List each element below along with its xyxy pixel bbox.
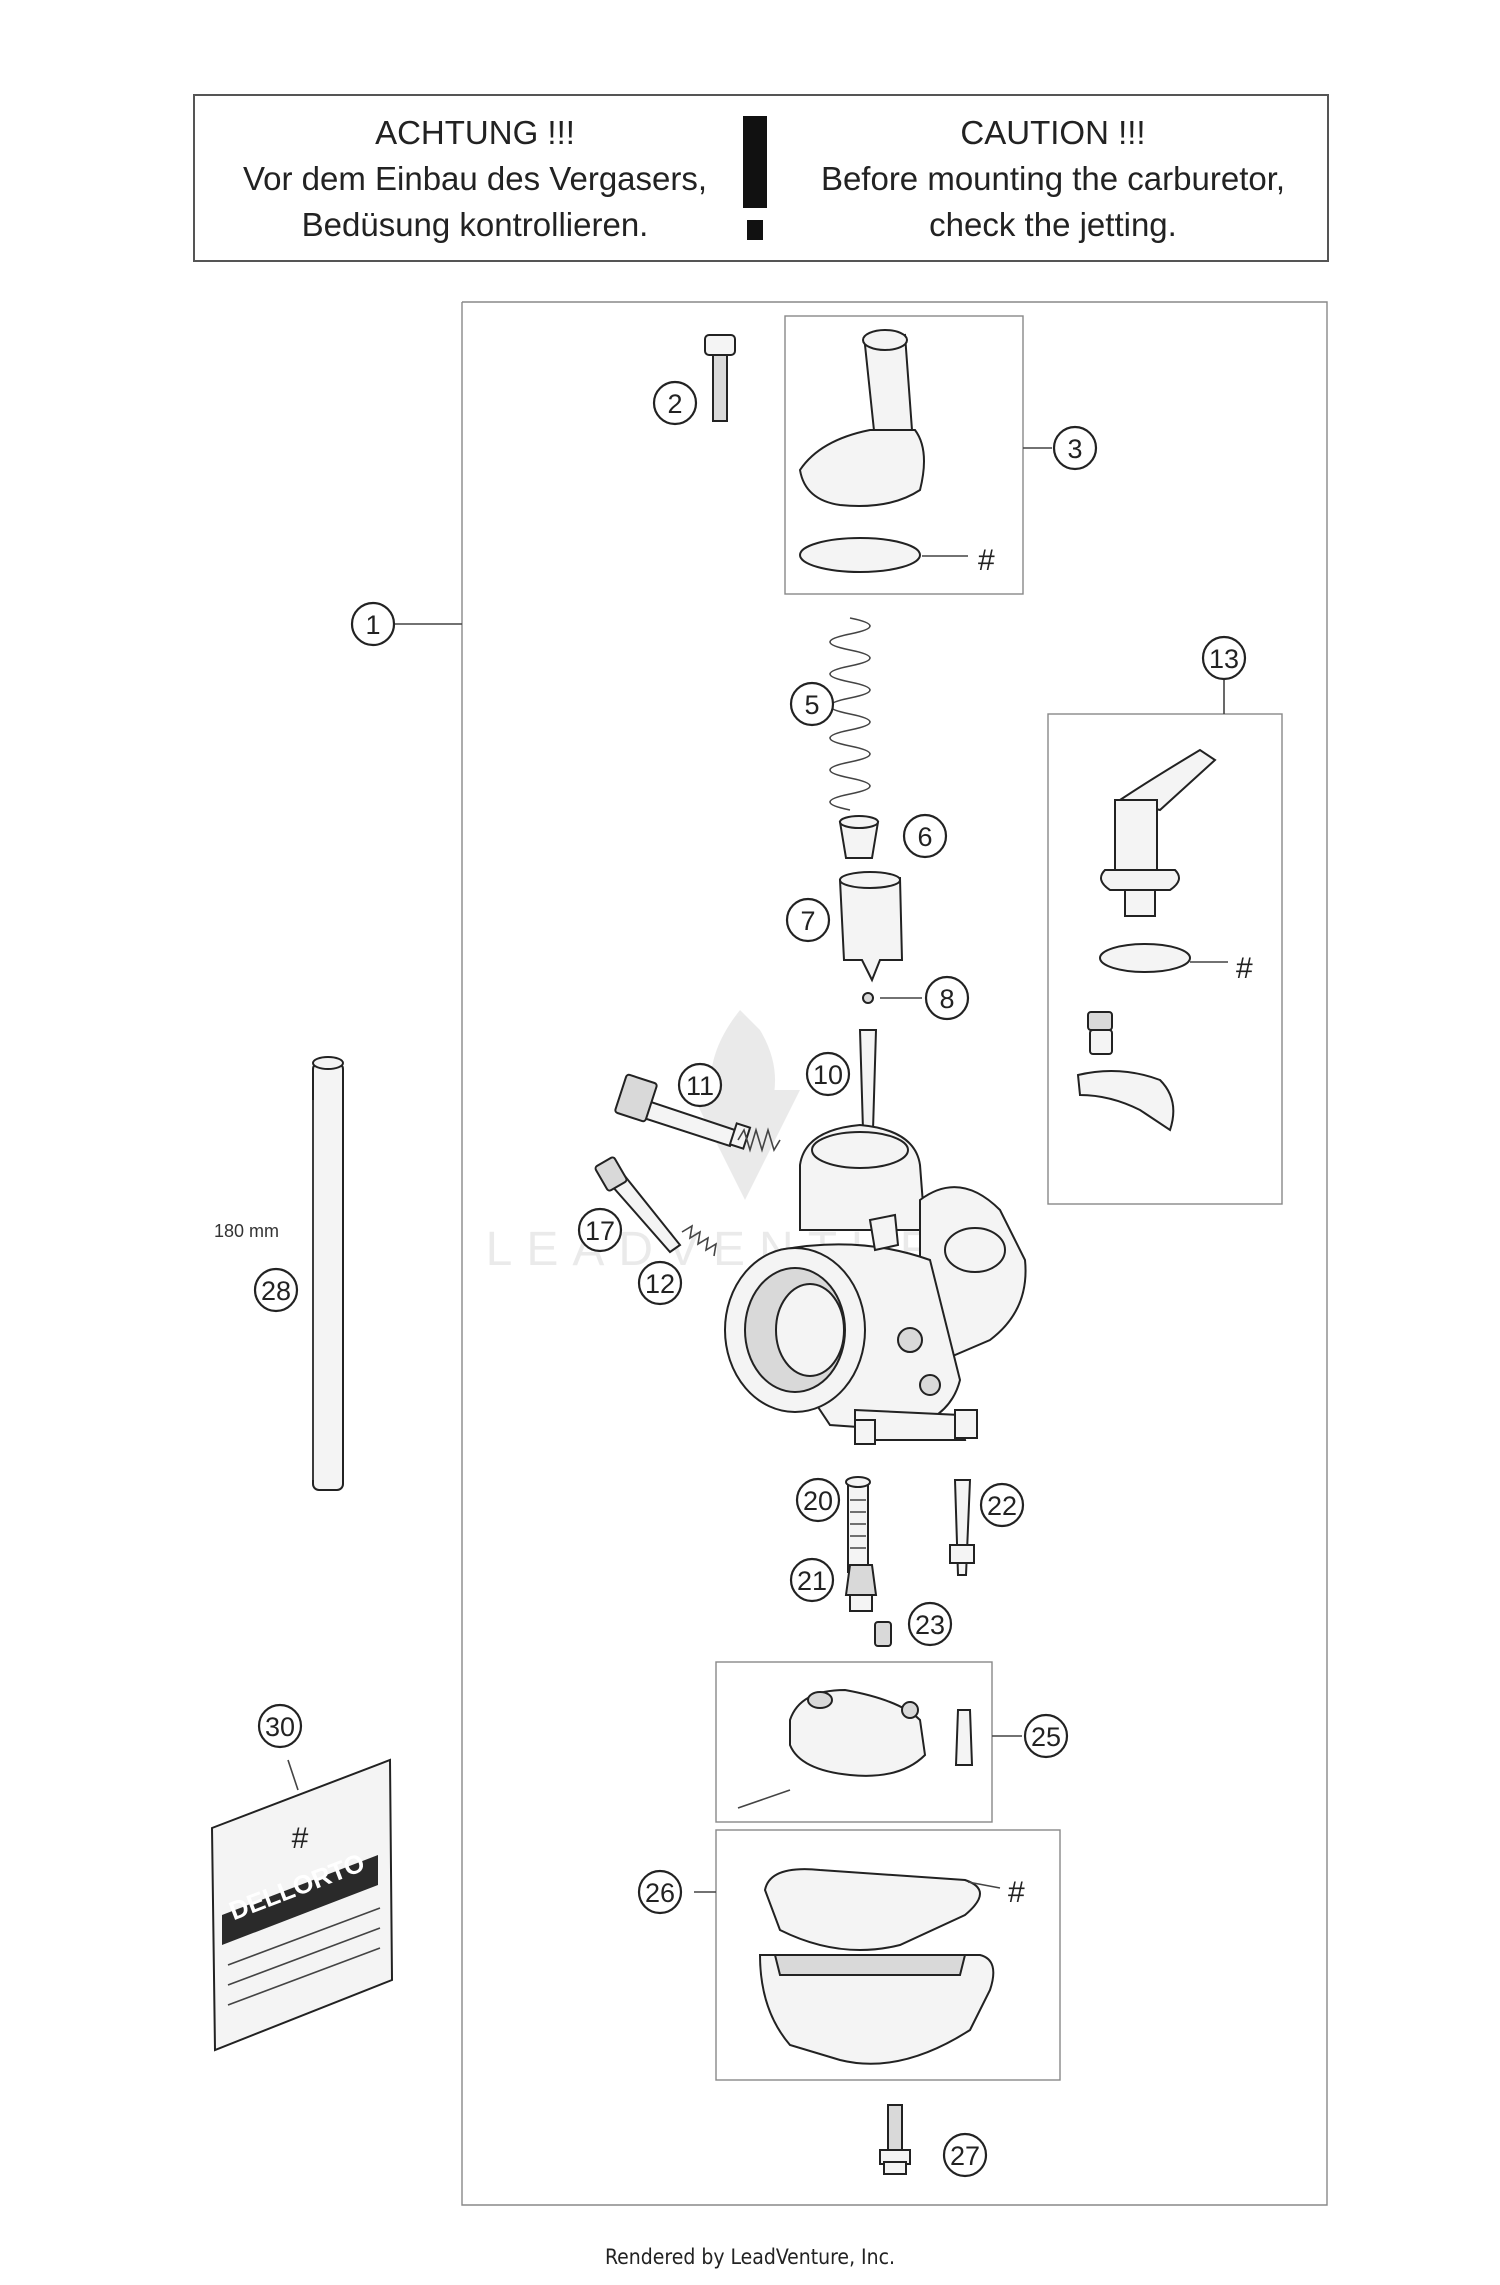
carburetor-body xyxy=(724,1123,1027,1445)
svg-text:5: 5 xyxy=(804,690,819,720)
warning-en-line1: Before mounting the carburetor, xyxy=(820,160,1286,197)
part-throttle-cap-3 xyxy=(798,329,925,573)
svg-text:17: 17 xyxy=(585,1216,615,1246)
callout-10[interactable]: 10 xyxy=(805,1051,851,1097)
svg-text:21: 21 xyxy=(797,1566,827,1596)
callout-13[interactable]: 13 xyxy=(1201,635,1247,681)
part-jet-20 xyxy=(845,1476,871,1573)
svg-text:6: 6 xyxy=(917,822,932,852)
part-bolt-27 xyxy=(879,2104,911,2175)
leader-lines xyxy=(287,447,1228,1893)
part-float-bowl-26 xyxy=(758,1868,995,2065)
callout-6[interactable]: 6 xyxy=(902,813,948,859)
callout-3[interactable]: 3 xyxy=(1052,425,1098,471)
part-slide-7 xyxy=(838,871,904,983)
callout-25[interactable]: 25 xyxy=(1023,1713,1069,1759)
warning-en-title: CAUTION !!! xyxy=(960,114,1146,151)
part-spring-12 xyxy=(681,1224,718,1257)
callout-30[interactable]: 30 xyxy=(257,1703,303,1749)
svg-text:3: 3 xyxy=(1067,434,1082,464)
callout-11[interactable]: 11 xyxy=(677,1062,723,1108)
callout-2[interactable]: 2 xyxy=(652,380,698,426)
svg-text:28: 28 xyxy=(261,1276,291,1306)
svg-text:8: 8 xyxy=(939,984,954,1014)
warning-box: ACHTUNG !!! Vor dem Einbau des Vergasers… xyxy=(193,94,1329,262)
svg-text:22: 22 xyxy=(987,1491,1017,1521)
svg-text:25: 25 xyxy=(1031,1722,1061,1752)
part-spring-5 xyxy=(829,617,871,811)
part-mixture-screw-17 xyxy=(594,1156,682,1254)
callout-7[interactable]: 7 xyxy=(785,897,831,943)
part-jet-22 xyxy=(949,1479,975,1576)
assembly-frame xyxy=(461,301,1328,2206)
part-spring-11 xyxy=(737,1127,781,1153)
part-idle-screw-11 xyxy=(614,1073,752,1150)
warning-de-title: ACHTUNG !!! xyxy=(375,114,575,151)
box-float xyxy=(715,1661,993,1823)
callout-5[interactable]: 5 xyxy=(789,681,835,727)
svg-text:11: 11 xyxy=(686,1071,714,1101)
callout-27[interactable]: 27 xyxy=(942,2132,988,2178)
callout-17[interactable]: 17 xyxy=(577,1207,623,1253)
box-starter xyxy=(1047,713,1283,1205)
hash-13: # xyxy=(1236,952,1253,985)
callout-26[interactable]: 26 xyxy=(637,1869,683,1915)
hose-length: 180 mm xyxy=(214,1221,279,1241)
part-clip-8 xyxy=(862,992,874,1004)
warning-de-line2: Bedüsung kontrollieren. xyxy=(301,206,649,243)
callout-12[interactable]: 12 xyxy=(637,1260,683,1306)
part-screw-2 xyxy=(704,334,736,422)
callout-20[interactable]: 20 xyxy=(795,1477,841,1523)
part-gasket-kit-30: DELLORTO # xyxy=(210,1758,394,2052)
svg-text:23: 23 xyxy=(915,1610,945,1640)
bag-label-band xyxy=(222,1855,378,1945)
callout-8[interactable]: 8 xyxy=(924,975,970,1021)
svg-text:26: 26 xyxy=(645,1878,675,1908)
part-float-25 xyxy=(737,1688,974,1809)
hash-3: # xyxy=(978,544,995,577)
svg-text:12: 12 xyxy=(645,1269,675,1299)
svg-text:2: 2 xyxy=(667,389,682,419)
svg-text:1: 1 xyxy=(365,610,380,640)
part-seat-6 xyxy=(838,815,880,859)
footer-credit: Rendered by LeadVenture, Inc. xyxy=(605,2245,895,2269)
svg-text:20: 20 xyxy=(803,1486,833,1516)
warning-de-line1: Vor dem Einbau des Vergasers, xyxy=(242,160,708,197)
warning-german: ACHTUNG !!! Vor dem Einbau des Vergasers… xyxy=(195,110,755,248)
box-throttle-top xyxy=(784,315,1024,595)
callout-28[interactable]: 28 xyxy=(253,1267,299,1313)
part-main-jet-21 xyxy=(844,1564,878,1612)
callout-1[interactable]: 1 xyxy=(350,601,396,647)
warning-english: CAUTION !!! Before mounting the carburet… xyxy=(775,110,1331,248)
exclamation-icon xyxy=(743,116,767,240)
part-jet-23 xyxy=(874,1621,892,1647)
callout-21[interactable]: 21 xyxy=(789,1557,835,1603)
svg-text:13: 13 xyxy=(1209,644,1239,674)
part-starter-13 xyxy=(1076,748,1217,1132)
svg-text:27: 27 xyxy=(950,2141,980,2171)
warning-en-line2: check the jetting. xyxy=(929,206,1177,243)
callout-22[interactable]: 22 xyxy=(979,1482,1025,1528)
svg-text:7: 7 xyxy=(800,906,815,936)
hash-bag: # xyxy=(292,1822,309,1855)
svg-text:10: 10 xyxy=(813,1060,843,1090)
svg-text:30: 30 xyxy=(265,1712,295,1742)
hash-26: # xyxy=(1008,1876,1025,1909)
box-bowl xyxy=(715,1829,1061,2081)
callout-23[interactable]: 23 xyxy=(907,1601,953,1647)
part-hose-28: 180 mm xyxy=(214,1056,344,1491)
